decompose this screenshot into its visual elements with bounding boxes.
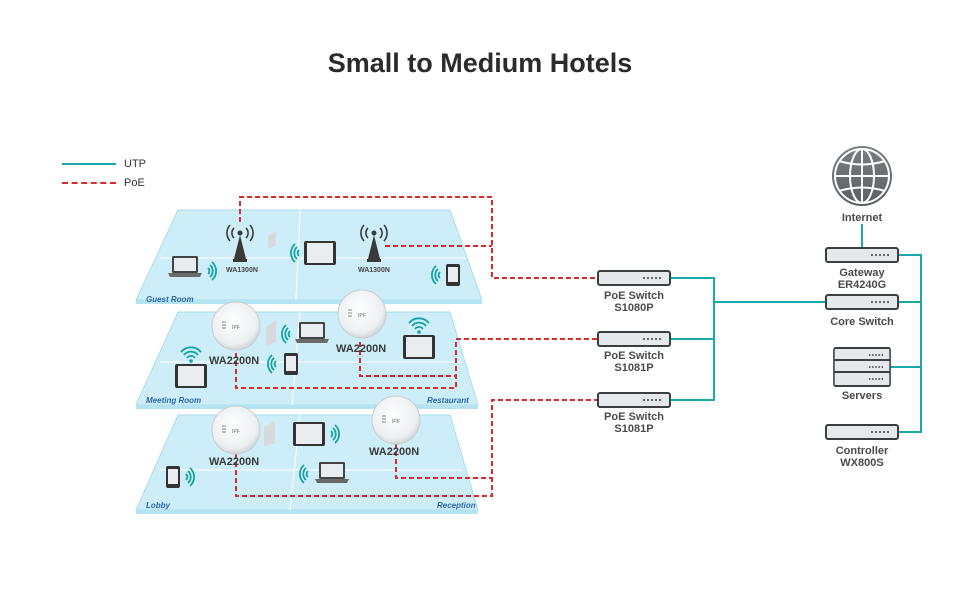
gateway-label: Gateway ER4240G	[817, 267, 907, 291]
room-label: Reception	[437, 501, 476, 510]
switch-label: PoE Switch S1080P	[594, 290, 674, 314]
switch-icon	[597, 270, 671, 286]
page-title: Small to Medium Hotels	[327, 48, 633, 78]
tablet-icon	[403, 335, 435, 359]
tablet-icon	[304, 241, 336, 265]
switch-icon	[597, 331, 671, 347]
ceiling-ap-icon	[337, 289, 387, 339]
switch-label-line2: S1081P	[614, 362, 654, 374]
switch-label-line2: S1080P	[614, 302, 654, 314]
internet-label: Internet	[841, 212, 883, 224]
room-label: Lobby	[146, 501, 170, 510]
ap-stand-icon	[268, 231, 276, 249]
controller-icon	[825, 424, 899, 440]
switch-label-line1: PoE Switch	[604, 411, 664, 423]
ceiling-ap-icon	[211, 405, 261, 455]
tablet-icon	[175, 364, 207, 388]
switch-icon	[597, 392, 671, 408]
controller-label-line1: Controller	[835, 445, 889, 457]
ap-label: WA2200N	[209, 355, 260, 367]
ap-label: WA1300N	[226, 267, 258, 274]
ap-label: WA2200N	[336, 343, 387, 355]
utp-line-swatch	[62, 163, 116, 165]
poe-cables	[235, 196, 598, 497]
ap-label: WA2200N	[369, 446, 420, 458]
laptop-icon	[315, 462, 349, 483]
laptop-icon	[168, 256, 202, 277]
servers-label: Servers	[841, 390, 883, 402]
switch-label: PoE Switch S1081P	[594, 411, 674, 435]
globe-icon	[832, 146, 892, 206]
ap-stand-icon	[266, 320, 276, 346]
laptop-icon	[295, 322, 329, 343]
controller-label-line2: WX800S	[840, 457, 884, 469]
legend-label: UTP	[124, 158, 146, 170]
utp-cables	[670, 224, 922, 433]
switch-label-line1: PoE Switch	[604, 350, 664, 362]
switch-label-line2: S1081P	[614, 423, 654, 435]
ap-label: WA2200N	[209, 456, 260, 468]
room-label: Guest Room	[146, 295, 194, 304]
router-icon	[825, 247, 899, 263]
phone-icon	[446, 264, 460, 286]
server-icon	[832, 347, 892, 387]
phone-icon	[284, 353, 298, 375]
switch-icon	[825, 294, 899, 310]
room-label: Meeting Room	[146, 396, 202, 405]
room-label: Restaurant	[427, 396, 469, 405]
switch-label: PoE Switch S1081P	[594, 350, 674, 374]
phone-icon	[166, 466, 180, 488]
gateway-label-line1: Gateway	[839, 267, 885, 279]
legend-label: PoE	[124, 177, 145, 189]
ap-stand-icon	[264, 421, 275, 447]
ceiling-ap-icon	[211, 301, 261, 351]
core-switch-label: Core Switch	[830, 316, 894, 328]
tablet-icon	[293, 422, 325, 446]
ap-label: WA1300N	[358, 267, 390, 274]
poe-line-swatch	[62, 182, 116, 184]
ceiling-ap-icon	[371, 395, 421, 445]
switch-label-line1: PoE Switch	[604, 290, 664, 302]
controller-label: Controller WX800S	[817, 445, 907, 469]
gateway-label-line2: ER4240G	[837, 279, 887, 291]
